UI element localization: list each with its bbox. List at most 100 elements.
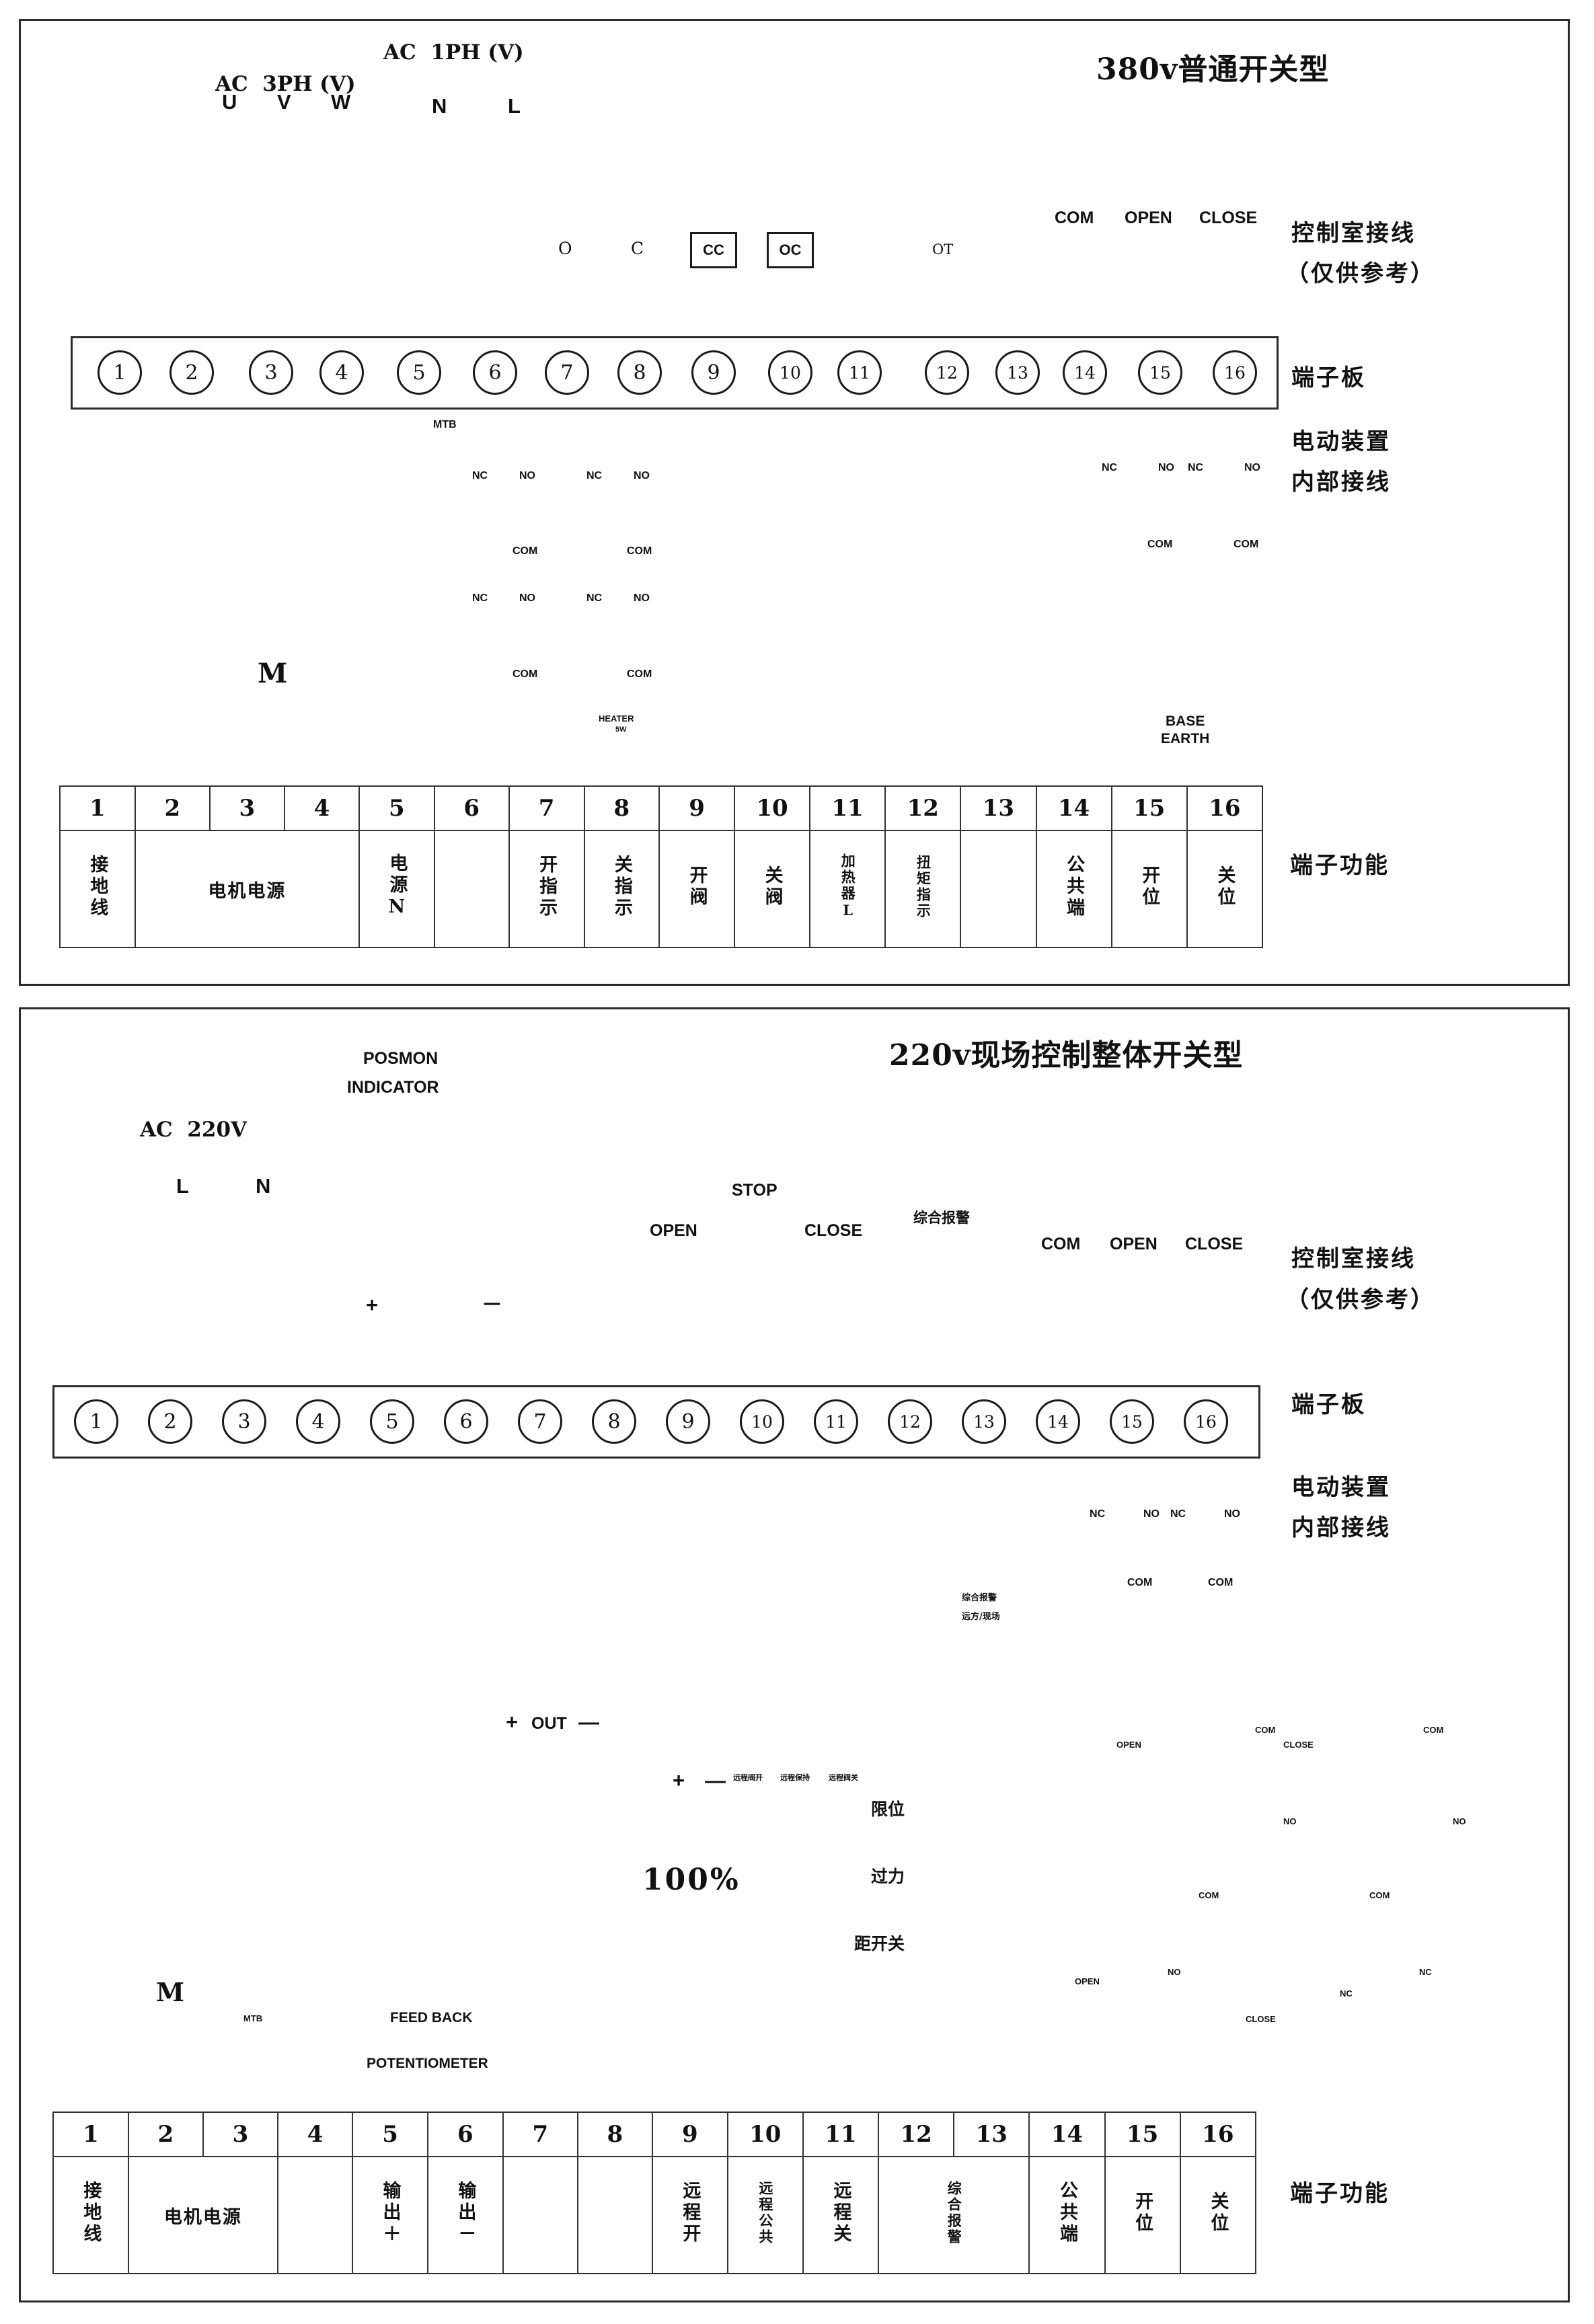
function-table-value-3 bbox=[433, 830, 510, 948]
terminal-4[interactable]: 4 bbox=[296, 1399, 340, 1444]
contact-com-label-1: COM bbox=[1055, 208, 1094, 227]
terminal-13[interactable]: 13 bbox=[962, 1399, 1006, 1444]
terminal-2[interactable]: 2 bbox=[169, 350, 214, 395]
terminal-7[interactable]: 7 bbox=[545, 350, 589, 395]
phase-v-label: V bbox=[277, 90, 291, 114]
function-table-value-5 bbox=[502, 2156, 578, 2274]
function-table-number-2: 2 bbox=[134, 785, 211, 831]
mtb-label-1: MTB bbox=[433, 419, 457, 430]
sw-nc-r1: NC bbox=[1102, 462, 1118, 473]
relay-no-1: NO bbox=[1283, 1816, 1297, 1826]
terminal-11[interactable]: 11 bbox=[814, 1399, 858, 1444]
terminal-3[interactable]: 3 bbox=[222, 1399, 266, 1444]
function-table-value-12: 开位 bbox=[1104, 2156, 1181, 2274]
terminal-11[interactable]: 11 bbox=[837, 350, 882, 395]
oc-label: OC bbox=[779, 241, 802, 258]
sw-com-b1: COM bbox=[627, 545, 652, 557]
function-table-number-1: 1 bbox=[59, 785, 136, 831]
terminal-12[interactable]: 12 bbox=[888, 1399, 932, 1444]
terminal-6[interactable]: 6 bbox=[444, 1399, 488, 1444]
out-label: OUT bbox=[531, 1714, 567, 1733]
function-table-value-13: 关位 bbox=[1179, 2156, 1257, 2274]
terminal-15[interactable]: 15 bbox=[1138, 350, 1182, 395]
terminal-16[interactable]: 16 bbox=[1184, 1399, 1228, 1444]
btn-open-label-2: OPEN bbox=[650, 1221, 697, 1240]
function-table-value-2 bbox=[277, 2156, 354, 2274]
function-table-value-8: 加热器L bbox=[809, 830, 886, 948]
terminal-13[interactable]: 13 bbox=[995, 350, 1040, 395]
function-table-number-5: 5 bbox=[352, 2112, 428, 2157]
relay-nc-1: NC bbox=[1340, 1988, 1353, 1999]
relay-com-1: COM bbox=[1255, 1725, 1276, 1735]
function-table-value-3: 输出＋ bbox=[352, 2156, 428, 2274]
sw2-no-2: NO bbox=[1224, 1508, 1240, 1520]
remote-open-label: 远程阀开 bbox=[733, 1773, 763, 1782]
sw2-nc-2: NC bbox=[1170, 1508, 1186, 1520]
lamp-ot-label: OT bbox=[932, 241, 954, 258]
remote-plus-label: + bbox=[673, 1769, 685, 1792]
terminal-10[interactable]: 10 bbox=[768, 350, 812, 395]
out-plus-label: + bbox=[506, 1710, 519, 1734]
function-table-value-4: 输出－ bbox=[426, 2156, 504, 2274]
contact-close-label-1: CLOSE bbox=[1199, 208, 1258, 227]
sw-nc-b1: NC bbox=[586, 470, 603, 481]
cc-contact-box: CC bbox=[690, 232, 737, 268]
remote-hold-label: 远程保持 bbox=[780, 1773, 810, 1782]
line-l-label: L bbox=[508, 94, 521, 118]
ac-3ph-label: AC 3PH (V) bbox=[215, 72, 356, 96]
terminal-14[interactable]: 14 bbox=[1036, 1399, 1080, 1444]
terminal-9[interactable]: 9 bbox=[691, 350, 736, 395]
function-table-value-10 bbox=[960, 830, 1037, 948]
terminal-6[interactable]: 6 bbox=[473, 350, 517, 395]
function-table-value-12: 开位 bbox=[1110, 830, 1188, 948]
function-table-number-15: 15 bbox=[1110, 785, 1188, 831]
function-table-number-7: 7 bbox=[502, 2112, 578, 2157]
terminal-16[interactable]: 16 bbox=[1213, 350, 1257, 395]
lamp-c-label: C bbox=[631, 239, 644, 258]
ac-1ph-label: AC 1PH (V) bbox=[383, 40, 524, 65]
mtb-label-2: MTB bbox=[243, 2013, 263, 2023]
terminal-1[interactable]: 1 bbox=[98, 350, 142, 395]
terminal-function-label-2: 端子功能 bbox=[1290, 2180, 1390, 2207]
function-table-value-6 bbox=[576, 2156, 653, 2274]
terminal-14[interactable]: 14 bbox=[1063, 350, 1107, 395]
posmon-minus-label: － bbox=[482, 1293, 502, 1317]
function-table-number-14: 14 bbox=[1028, 2112, 1106, 2157]
terminal-1[interactable]: 1 bbox=[74, 1399, 118, 1444]
function-table-value-2: 电源N bbox=[358, 830, 435, 948]
motor-symbol-2: M bbox=[156, 1977, 185, 2007]
terminal-8[interactable]: 8 bbox=[617, 350, 662, 395]
sw2-nc-1: NC bbox=[1090, 1508, 1106, 1520]
function-table-number-3: 3 bbox=[202, 2112, 279, 2157]
feedback-label: FEED BACK bbox=[390, 2010, 473, 2025]
control-room-label-2: 控制室接线 bbox=[1291, 1245, 1416, 1272]
status-limit-label: 限位 bbox=[871, 1799, 905, 1819]
function-table-value-0: 接地线 bbox=[52, 2156, 129, 2274]
relay-com-2: COM bbox=[1423, 1725, 1444, 1735]
terminal-10[interactable]: 10 bbox=[740, 1399, 784, 1444]
terminal-15[interactable]: 15 bbox=[1110, 1399, 1154, 1444]
terminal-8[interactable]: 8 bbox=[592, 1399, 636, 1444]
terminal-5[interactable]: 5 bbox=[397, 350, 441, 395]
terminal-function-label-1: 端子功能 bbox=[1290, 852, 1390, 879]
contact-open-label-2: OPEN bbox=[1110, 1235, 1157, 1253]
sw-com-r1: COM bbox=[1147, 539, 1173, 550]
function-table-value-0: 接地线 bbox=[59, 830, 136, 948]
terminal-5[interactable]: 5 bbox=[370, 1399, 414, 1444]
terminal-2[interactable]: 2 bbox=[148, 1399, 192, 1444]
terminal-7[interactable]: 7 bbox=[518, 1399, 562, 1444]
posmon-plus-label: + bbox=[366, 1293, 379, 1317]
relay-com-4: COM bbox=[1369, 1890, 1390, 1900]
function-table-value-7: 远程开 bbox=[651, 2156, 728, 2274]
function-table-number-6: 6 bbox=[433, 785, 510, 831]
terminal-9[interactable]: 9 bbox=[666, 1399, 710, 1444]
function-table-number-12: 12 bbox=[878, 2112, 955, 2157]
posmon-label-line2: INDICATOR bbox=[347, 1078, 439, 1097]
function-table-value-9: 扭矩指示 bbox=[884, 830, 962, 948]
device-internal-label-2a: 电动装置 bbox=[1291, 1474, 1391, 1501]
terminal-12[interactable]: 12 bbox=[925, 350, 969, 395]
sw-no-r2: NO bbox=[1244, 462, 1260, 473]
function-table-value-8: 远程公共 bbox=[726, 2156, 804, 2274]
terminal-4[interactable]: 4 bbox=[319, 350, 364, 395]
terminal-3[interactable]: 3 bbox=[249, 350, 293, 395]
